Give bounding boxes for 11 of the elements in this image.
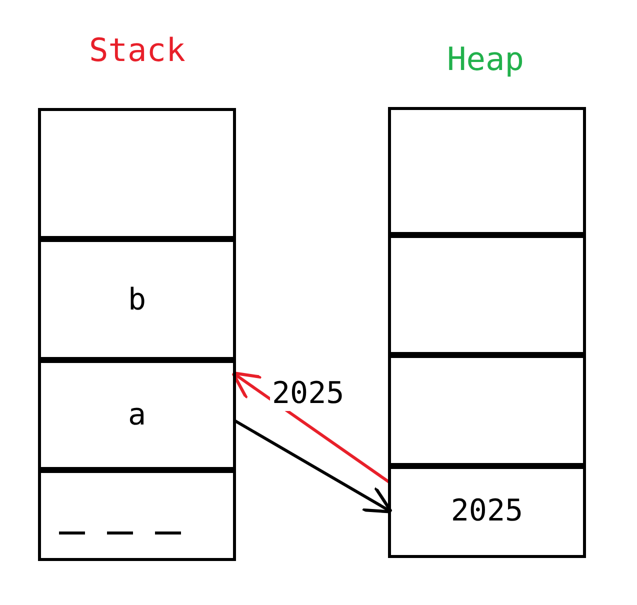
memory-cell: [38, 357, 236, 473]
arrow: [234, 420, 393, 514]
cell-value: 2025: [450, 493, 524, 528]
arrow: [231, 371, 390, 484]
memory-cell: [388, 352, 586, 469]
memory-cell: [388, 232, 586, 358]
column-heading: Stack: [89, 31, 186, 69]
memory-cell: [38, 236, 236, 363]
cell-value: a: [128, 398, 146, 432]
cell-value: b: [128, 282, 146, 317]
column-heading: Heap: [447, 40, 524, 78]
